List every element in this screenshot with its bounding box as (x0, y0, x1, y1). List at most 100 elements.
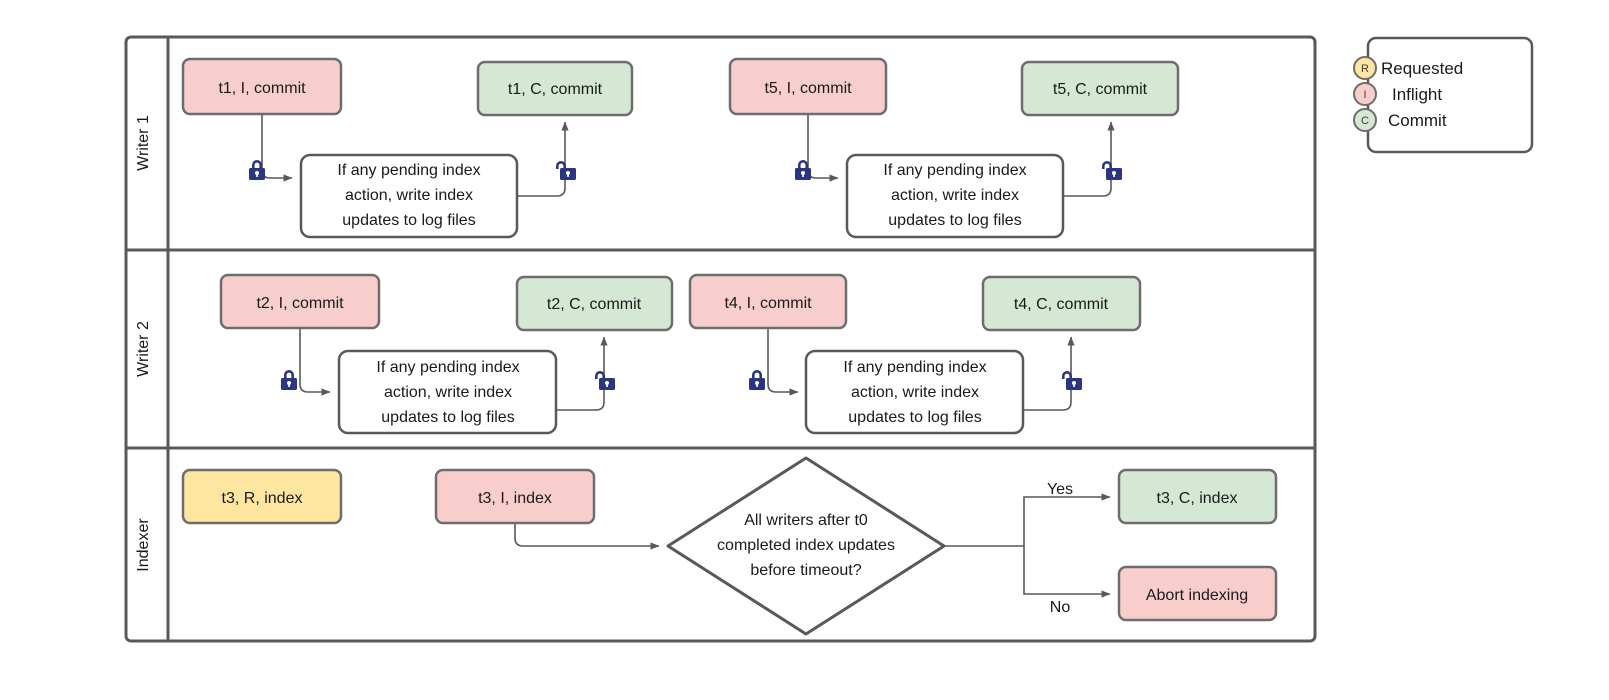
node-w2-t2-inflight[interactable]: t2, I, commit (219, 273, 381, 330)
node-indexer-t3-inflight-label: t3, I, index (478, 490, 552, 507)
node-w1-t1-inflight-shape[interactable] (181, 57, 343, 116)
decision-all-writers-completed[interactable]: All writers after t0 completed index upd… (666, 456, 946, 636)
edge-w1-process-to-t5C (1063, 121, 1115, 197)
node-w2-t2-commit[interactable]: t2, C, commit (515, 275, 674, 332)
legend-label-inflight: Inflight (1392, 85, 1442, 104)
node-w1-t5-commit[interactable]: t5, C, commit (1020, 60, 1180, 117)
node-indexer-t3-requested-label: t3, R, index (222, 490, 303, 507)
lock-open-icon (1102, 161, 1122, 180)
process-w1-left-line-3: updates to log files (342, 212, 475, 229)
node-indexer-t3-inflight[interactable]: t3, I, index (434, 468, 596, 525)
edge-w2-t4I-to-process (767, 328, 799, 396)
legend-label-requested: Requested (1381, 59, 1463, 78)
lock-open-icon (556, 161, 576, 180)
edge-w1-process-to-t1C (517, 121, 569, 197)
lock-closed-icon (249, 160, 265, 180)
process-w2-right-line-1: If any pending index (843, 359, 986, 376)
node-w2-t2-commit-shape[interactable] (515, 275, 674, 332)
requested-badge-letter: R (1361, 63, 1369, 75)
node-w2-t4-inflight-shape[interactable] (688, 273, 848, 330)
lane-writer-2-content: t2, I, commit t2, C, commit t4, I, commi… (219, 273, 1142, 435)
node-indexer-t3-requested[interactable]: t3, R, index (181, 468, 343, 525)
node-w2-t4-commit[interactable]: t4, C, commit (981, 275, 1142, 332)
process-w1-right[interactable]: If any pending index action, write index… (845, 153, 1065, 239)
edge-label-yes: Yes (1047, 481, 1073, 498)
edge-indexer-t3I-to-decision (514, 523, 660, 550)
node-indexer-t3-commit-label: t3, C, index (1157, 490, 1238, 507)
decision-diamond-shape[interactable] (666, 456, 946, 636)
node-w2-t4-inflight[interactable]: t4, I, commit (688, 273, 848, 330)
node-indexer-t3-inflight-shape[interactable] (434, 468, 596, 525)
node-w1-t1-inflight-label: t1, I, commit (218, 80, 306, 97)
lane-writer-1-content: t1, I, commit t1, C, commit t5, I, commi… (181, 57, 1180, 239)
edge-w2-process-to-t4C (1023, 336, 1075, 411)
node-w2-t2-inflight-shape[interactable] (219, 273, 381, 330)
lane-indexer-content: Yes No t3, R, index t3, I, index All wri… (181, 456, 1278, 636)
process-w2-left-line-1: If any pending index (376, 359, 519, 376)
process-w1-right-shape[interactable] (845, 153, 1065, 239)
process-w2-right-line-2: action, write index (851, 384, 979, 401)
node-w2-t4-commit-label: t4, C, commit (1014, 296, 1109, 313)
node-w1-t5-commit-label: t5, C, commit (1053, 81, 1148, 98)
process-w2-left-line-2: action, write index (384, 384, 512, 401)
process-w2-left-shape[interactable] (337, 349, 558, 435)
node-w1-t1-inflight[interactable]: t1, I, commit (181, 57, 343, 116)
node-w1-t1-commit[interactable]: t1, C, commit (476, 60, 634, 117)
node-indexer-abort[interactable]: Abort indexing (1117, 565, 1278, 622)
process-w1-right-line-1: If any pending index (883, 162, 1026, 179)
node-indexer-t3-commit-shape[interactable] (1117, 468, 1278, 525)
edge-decision-no (1023, 546, 1111, 598)
lock-open-icon (595, 371, 615, 390)
process-w2-right-line-3: updates to log files (848, 409, 981, 426)
process-w1-left[interactable]: If any pending index action, write index… (299, 153, 519, 239)
decision-line-1: All writers after t0 (744, 512, 868, 529)
lock-open-icon (1062, 371, 1082, 390)
commit-badge-letter: C (1361, 115, 1369, 127)
inflight-badge-icon (1353, 82, 1377, 106)
legend: R Requested I Inflight C Commit (1353, 36, 1534, 154)
process-w2-left[interactable]: If any pending index action, write index… (337, 349, 558, 435)
process-w1-left-line-2: action, write index (345, 187, 473, 204)
process-w1-right-line-3: updates to log files (888, 212, 1021, 229)
node-w1-t5-inflight-shape[interactable] (728, 57, 888, 116)
process-w2-right-shape[interactable] (804, 349, 1025, 435)
process-w2-left-line-3: updates to log files (381, 409, 514, 426)
requested-badge-icon (1353, 56, 1377, 80)
node-indexer-t3-commit[interactable]: t3, C, index (1117, 468, 1278, 525)
node-w2-t2-commit-label: t2, C, commit (547, 296, 642, 313)
edge-label-no: No (1050, 599, 1071, 616)
node-indexer-abort-shape[interactable] (1117, 565, 1278, 622)
legend-item-commit: C Commit (1353, 108, 1447, 132)
node-w1-t5-inflight[interactable]: t5, I, commit (728, 57, 888, 116)
process-w1-right-line-2: action, write index (891, 187, 1019, 204)
node-indexer-t3-requested-shape[interactable] (181, 468, 343, 525)
process-w2-right[interactable]: If any pending index action, write index… (804, 349, 1025, 435)
edge-w2-t2I-to-process (299, 328, 331, 396)
lock-closed-icon (281, 370, 297, 390)
lock-closed-icon (749, 370, 765, 390)
node-w1-t5-inflight-label: t5, I, commit (764, 80, 852, 97)
node-w2-t2-inflight-label: t2, I, commit (256, 295, 344, 312)
decision-line-3: before timeout? (750, 562, 861, 579)
lane-label-writer-1: Writer 1 (135, 115, 152, 171)
commit-badge-icon (1353, 108, 1377, 132)
edge-decision-yes (1023, 493, 1111, 546)
node-w2-t4-commit-shape[interactable] (981, 275, 1142, 332)
node-w1-t1-commit-label: t1, C, commit (508, 81, 603, 98)
node-w2-t4-inflight-label: t4, I, commit (724, 295, 812, 312)
process-w1-left-shape[interactable] (299, 153, 519, 239)
edge-w2-process-to-t2C (556, 336, 608, 411)
inflight-badge-letter: I (1363, 89, 1366, 101)
lane-label-writer-2: Writer 2 (135, 321, 152, 377)
lock-closed-icon (795, 160, 811, 180)
node-w1-t1-commit-shape[interactable] (476, 60, 634, 117)
node-w1-t5-commit-shape[interactable] (1020, 60, 1180, 117)
process-w1-left-line-1: If any pending index (337, 162, 480, 179)
node-indexer-abort-label: Abort indexing (1146, 587, 1248, 604)
lane-label-indexer: Indexer (135, 518, 152, 572)
decision-line-2: completed index updates (717, 537, 895, 554)
legend-label-commit: Commit (1388, 111, 1447, 130)
legend-item-requested: R Requested (1353, 56, 1463, 80)
